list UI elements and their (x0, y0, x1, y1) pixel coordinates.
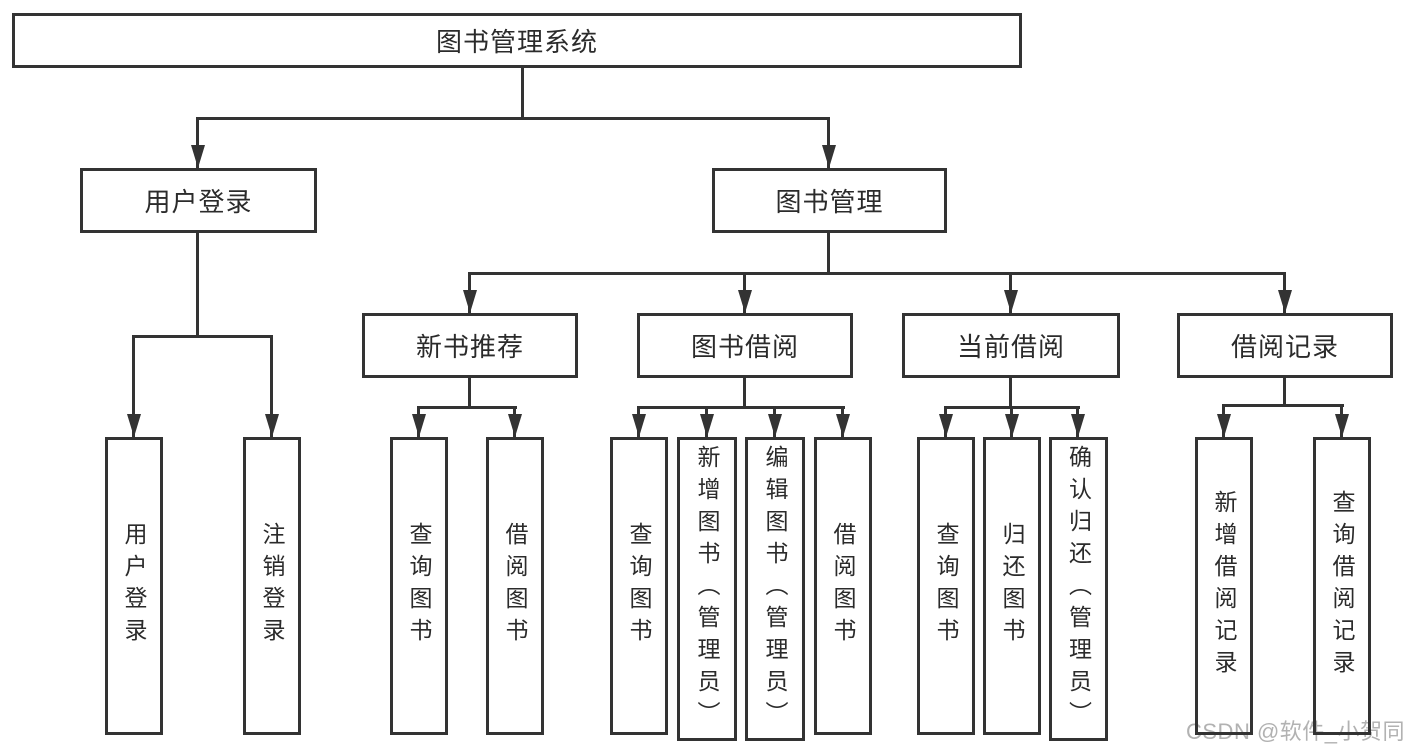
arrow-down-icon (1004, 290, 1018, 313)
arrow-down-icon (768, 414, 782, 437)
arrow-down-icon (1278, 290, 1292, 313)
node-leaf-borrow-books: 借阅图书 (814, 437, 872, 735)
arrow-down-icon (127, 414, 141, 437)
node-leaf-borrowing-query-books: 查询图书 (610, 437, 668, 735)
csdn-watermark: CSDN @软件_小贺同学 (1186, 719, 1405, 744)
arrow-down-icon (1005, 414, 1019, 437)
node-label: 注销登录 (259, 522, 285, 650)
arrow-down-icon (1217, 414, 1231, 437)
node-label: 编辑图书（管理员） (762, 445, 788, 733)
arrow-down-icon (265, 414, 279, 437)
node-label: 借阅图书 (502, 522, 528, 650)
node-leaf-add-books-admin: 新增图书（管理员） (677, 437, 737, 741)
node-label: 图书管理系统 (435, 27, 598, 57)
node-label: 借阅图书 (830, 522, 856, 650)
connector (827, 233, 830, 275)
connector (196, 232, 199, 338)
node-book-borrowing: 图书借阅 (637, 313, 853, 378)
node-label: 图书借阅 (690, 332, 799, 362)
arrow-down-icon (191, 145, 205, 168)
node-current-borrowing: 当前借阅 (902, 313, 1120, 378)
node-label: 查询借阅记录 (1329, 490, 1355, 682)
node-label: 查询图书 (933, 522, 959, 650)
arrow-down-icon (700, 414, 714, 437)
node-label: 新增图书（管理员） (694, 445, 720, 733)
connector (743, 378, 746, 409)
node-label: 当前借阅 (956, 332, 1065, 362)
node-label: 查询图书 (626, 522, 652, 650)
connector (196, 117, 830, 120)
node-leaf-query-borrow-record: 查询借阅记录 (1313, 437, 1371, 735)
connector (417, 406, 517, 409)
node-book-management: 图书管理 (712, 168, 947, 233)
connector (1009, 378, 1012, 409)
node-leaf-recommend-query-books: 查询图书 (390, 437, 448, 735)
connector (270, 335, 273, 437)
arrow-down-icon (939, 414, 953, 437)
arrow-down-icon (836, 414, 850, 437)
node-label: 新增借阅记录 (1211, 490, 1237, 682)
connector (521, 68, 524, 120)
node-leaf-user-login: 用户登录 (105, 437, 163, 735)
connector (132, 335, 273, 338)
node-label: 确认归还（管理员） (1065, 445, 1092, 733)
node-label: 新书推荐 (415, 332, 524, 362)
node-root-system: 图书管理系统 (12, 13, 1022, 68)
arrow-down-icon (412, 414, 426, 437)
node-label: 用户登录 (144, 187, 253, 217)
node-leaf-return-books: 归还图书 (983, 437, 1041, 735)
node-borrow-records: 借阅记录 (1177, 313, 1393, 378)
arrow-down-icon (632, 414, 646, 437)
connector (196, 117, 199, 168)
node-label: 图书管理 (775, 187, 884, 217)
connector (827, 117, 830, 168)
arrow-down-icon (1335, 414, 1349, 437)
connector (468, 378, 471, 409)
arrow-down-icon (738, 290, 752, 313)
node-leaf-recommend-borrow-books: 借阅图书 (486, 437, 544, 735)
connector (1222, 404, 1344, 407)
node-label: 用户登录 (121, 522, 147, 650)
node-new-book-recommend: 新书推荐 (362, 313, 578, 378)
connector (471, 272, 1286, 275)
node-leaf-logout: 注销登录 (243, 437, 301, 735)
connector (1283, 378, 1286, 407)
node-label: 借阅记录 (1230, 332, 1339, 362)
node-label: 归还图书 (999, 522, 1025, 650)
node-label: 查询图书 (406, 522, 432, 650)
arrow-down-icon (508, 414, 522, 437)
arrow-down-icon (463, 290, 477, 313)
connector (132, 335, 135, 437)
node-leaf-current-query-books: 查询图书 (917, 437, 975, 735)
arrow-down-icon (1071, 414, 1085, 437)
node-leaf-confirm-return-admin: 确认归还（管理员） (1049, 437, 1108, 741)
node-leaf-add-borrow-record: 新增借阅记录 (1195, 437, 1253, 735)
arrow-down-icon (822, 145, 836, 168)
connector (637, 406, 845, 409)
node-user-login: 用户登录 (80, 168, 317, 233)
node-leaf-edit-books-admin: 编辑图书（管理员） (745, 437, 805, 741)
